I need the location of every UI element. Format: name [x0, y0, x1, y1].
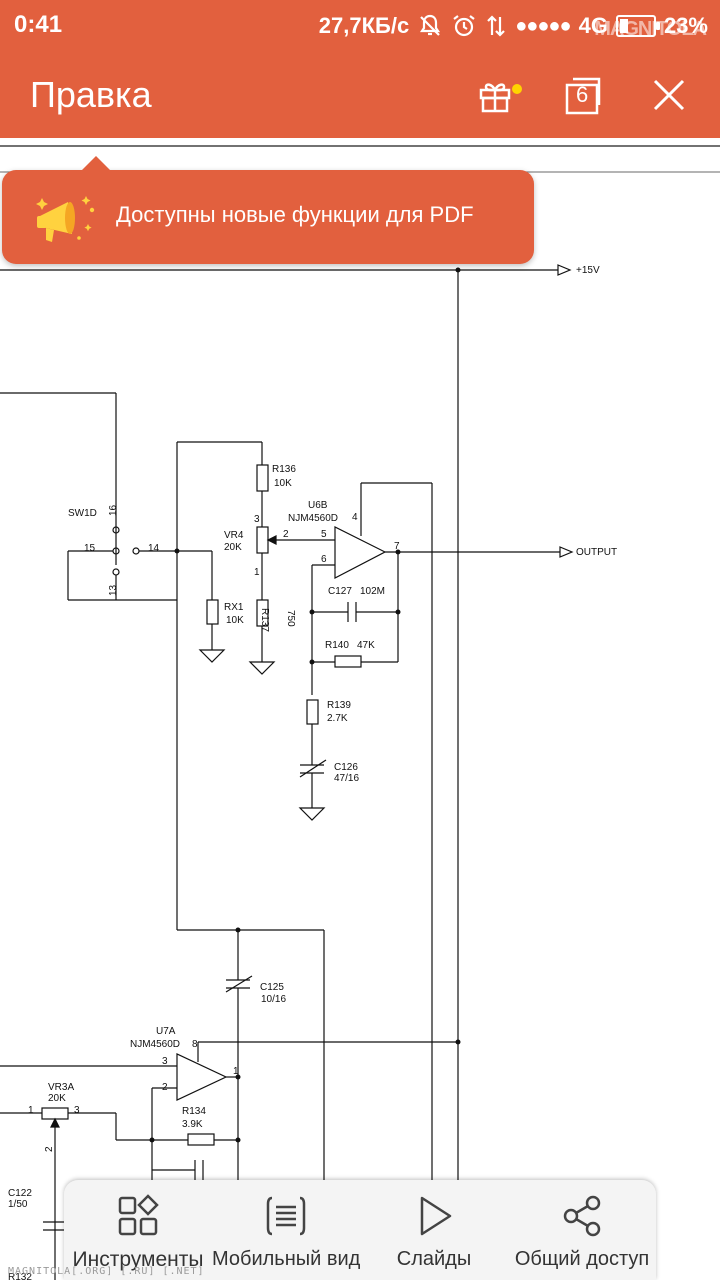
close-icon — [653, 79, 685, 111]
status-right: 27,7КБ/с ●●●●● 4G 23% — [319, 10, 708, 42]
label-u6b-part: NJM4560D — [288, 513, 338, 524]
label-c127: C127 — [328, 586, 352, 597]
label-u6b-pin6: 6 — [321, 554, 327, 565]
banner-pointer — [80, 156, 112, 172]
label-vr3a-value: 20K — [48, 1093, 66, 1104]
mute-icon — [417, 13, 443, 39]
notification-dot — [512, 84, 522, 94]
label-vr3a: VR3A — [48, 1082, 74, 1093]
status-time: 0:41 — [14, 11, 63, 38]
slides-button[interactable]: Слайды — [360, 1180, 508, 1280]
app-bar: Правка 6 — [0, 52, 720, 138]
play-icon — [420, 1196, 452, 1236]
mobile-view-icon — [266, 1196, 306, 1236]
label-vr4-pin1: 1 — [254, 567, 260, 578]
label-output: OUTPUT — [576, 547, 617, 558]
gift-button[interactable] — [470, 70, 522, 120]
label-u6b-pin7: 7 — [394, 541, 400, 552]
net-speed: 27,7КБ/с — [318, 13, 410, 38]
label-r132: R132 — [8, 1272, 32, 1280]
battery-icon — [615, 15, 660, 37]
pdf-document-view[interactable]: +15V OUTPUT SW1D 16 15 14 13 R136 10K VR… — [0, 138, 720, 1280]
label-r134-value: 3.9K — [182, 1119, 203, 1130]
data-transfer-icon — [485, 13, 507, 39]
label-plus15v: +15V — [576, 265, 600, 276]
label-vr4-pin3: 3 — [254, 514, 260, 525]
label-u7a-pin8: 8 — [192, 1039, 198, 1050]
label-u7a-pin3: 3 — [162, 1056, 168, 1067]
label-sw1d: SW1D — [68, 508, 97, 519]
label-c126-value: 47/16 — [334, 773, 359, 784]
label-u7a-pin2: 2 — [162, 1082, 168, 1093]
label-rx1-value: 10K — [226, 615, 244, 626]
label-c122-value: 1/50 — [8, 1199, 28, 1210]
watermark-bottom: MAGNITOLA[.ORG] [.RU] [.NET] — [8, 1266, 205, 1277]
label-c125: C125 — [260, 982, 284, 993]
label-r139-value: 2.7K — [327, 713, 348, 724]
new-features-banner[interactable]: Доступны новые функции для PDF — [2, 156, 534, 264]
label-u6b-pin5: 5 — [321, 529, 327, 540]
network-type: 4G — [578, 13, 608, 38]
mobile-view-label: Мобильный вид — [212, 1248, 361, 1270]
label-u7a: U7A — [156, 1026, 176, 1037]
label-c122: C122 — [8, 1188, 32, 1199]
battery-percent: 23% — [663, 13, 708, 38]
page-title: Правка — [30, 74, 152, 115]
label-r136-value: 10K — [274, 478, 292, 489]
label-r140-value: 47K — [357, 640, 375, 651]
tabs-icon — [565, 77, 601, 115]
label-vr3a-pin2: 2 — [44, 1146, 55, 1152]
circuit-schematic: +15V OUTPUT SW1D 16 15 14 13 R136 10K VR… — [0, 145, 720, 1280]
label-vr4-pin2: 2 — [283, 529, 289, 540]
banner-text: Доступны новые функции для PDF — [116, 202, 474, 227]
signal-icon: ●●●●● — [515, 14, 571, 37]
share-button[interactable]: Общий доступ — [508, 1180, 656, 1280]
tools-label: Инструменты — [72, 1248, 204, 1271]
label-r140: R140 — [325, 640, 349, 651]
alarm-icon — [451, 13, 477, 39]
bottom-toolbar: Инструменты Мобильный вид Слайды — [64, 1180, 656, 1280]
label-u6b: U6B — [308, 500, 328, 511]
tools-button[interactable]: Инструменты — [64, 1180, 212, 1280]
status-bar: 0:41 27,7КБ/с ●●●●● 4G 23% — [0, 0, 720, 52]
label-u6b-pin4: 4 — [352, 512, 358, 523]
label-r137: R137 — [259, 608, 270, 632]
label-vr4: VR4 — [224, 530, 244, 541]
slides-label: Слайды — [396, 1248, 472, 1270]
watermark-top: MAGNITOLA — [594, 18, 707, 40]
label-u7a-pin1: 1 — [233, 1066, 239, 1077]
label-pin16: 16 — [108, 504, 119, 516]
megaphone-icon — [36, 196, 95, 242]
label-pin15: 15 — [84, 543, 96, 554]
label-vr4-value: 20K — [224, 542, 242, 553]
label-vr3a-pin1: 1 — [28, 1105, 34, 1116]
gift-icon — [479, 83, 511, 113]
label-r137-value: 750 — [285, 610, 296, 627]
label-rx1: RX1 — [224, 602, 244, 613]
label-pin13: 13 — [108, 584, 119, 596]
label-r139: R139 — [327, 700, 351, 711]
tabs-button[interactable]: 6 — [560, 70, 610, 120]
label-c126: C126 — [334, 762, 358, 773]
label-c125-value: 10/16 — [261, 994, 286, 1005]
label-vr3a-pin3: 3 — [74, 1105, 80, 1116]
label-u7a-part: NJM4560D — [130, 1039, 180, 1050]
share-icon — [563, 1195, 601, 1237]
label-pin14: 14 — [148, 543, 160, 554]
label-c127-value: 102M — [360, 586, 385, 597]
tools-grid-icon — [118, 1194, 159, 1236]
label-r136: R136 — [272, 464, 296, 475]
label-r134: R134 — [182, 1106, 206, 1117]
close-button[interactable] — [644, 70, 694, 120]
mobile-view-button[interactable]: Мобильный вид — [212, 1180, 360, 1280]
share-label: Общий доступ — [514, 1248, 650, 1270]
tab-count: 6 — [576, 82, 589, 107]
